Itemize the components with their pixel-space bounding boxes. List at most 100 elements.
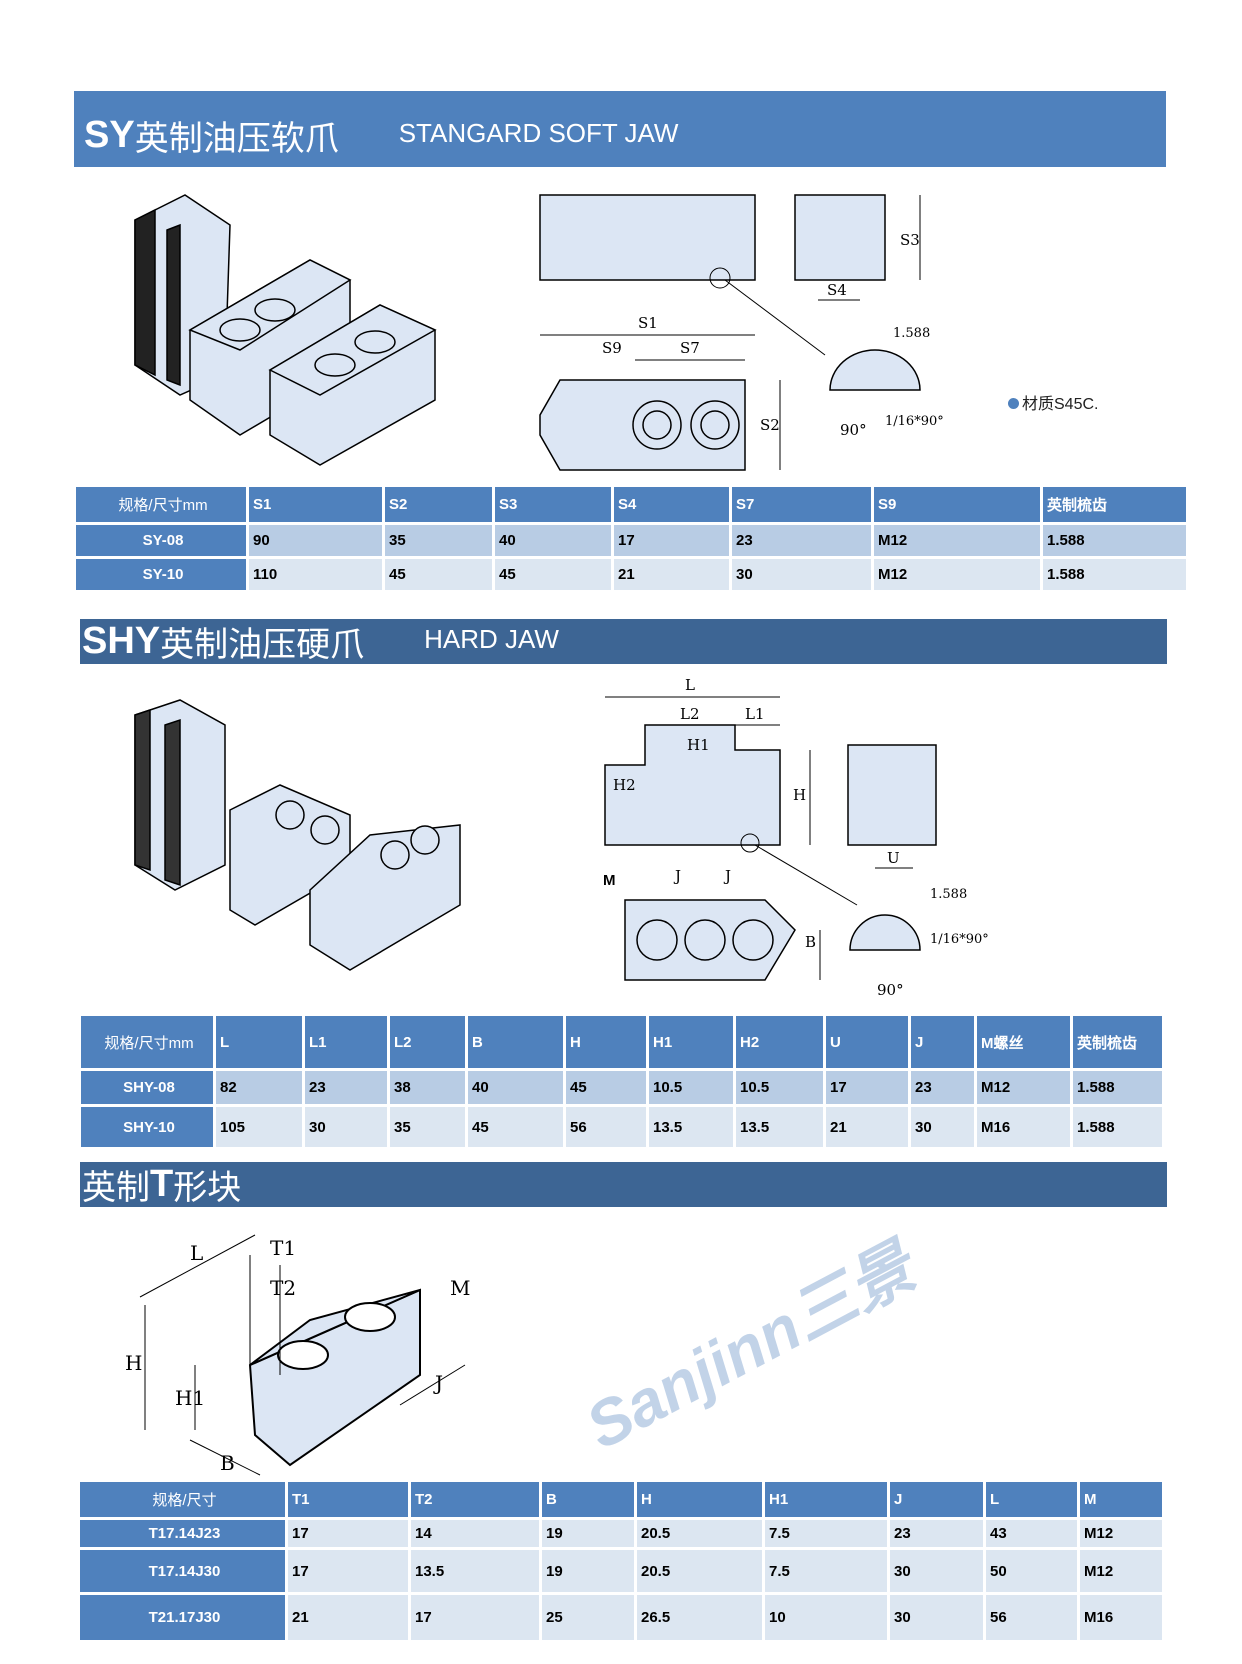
section-title-en: STANGARD SOFT JAW — [398, 117, 679, 148]
row-label: T17.14J23 — [80, 1520, 285, 1547]
soft-jaw-technical-drawing: S1 S9 S7 S2 S3 S4 1.588 90° 1/16*90° — [539, 194, 944, 471]
table-cell: 40 — [495, 525, 611, 556]
column-header: 规格/尺寸mm — [76, 487, 246, 522]
column-header: S3 — [495, 487, 611, 522]
label-l: L — [190, 1241, 203, 1265]
label-m: M — [603, 872, 616, 889]
table-cell: 30 — [305, 1107, 387, 1147]
label-b: B — [220, 1451, 235, 1475]
table-cell: 82 — [216, 1071, 302, 1104]
table-cell: 20.5 — [637, 1520, 762, 1547]
column-header: 规格/尺寸 — [80, 1482, 285, 1517]
table-cell: 17 — [614, 525, 729, 556]
table-cell: 1.588 — [1043, 525, 1186, 556]
table-cell: M16 — [977, 1107, 1070, 1147]
column-header: H2 — [736, 1016, 823, 1068]
column-header: H — [637, 1482, 762, 1517]
table-cell: 30 — [911, 1107, 974, 1147]
table-cell: 56 — [566, 1107, 646, 1147]
row-label: SHY-08 — [81, 1071, 213, 1104]
label-t1: T1 — [270, 1236, 296, 1260]
column-header: S7 — [732, 487, 871, 522]
table-cell: 40 — [468, 1071, 563, 1104]
label-pitch: 1.588 — [893, 326, 930, 341]
column-header: J — [890, 1482, 983, 1517]
table-cell: 25 — [542, 1595, 634, 1640]
hard-jaw-3d-illustration — [134, 699, 461, 971]
label-s7: S7 — [680, 339, 700, 357]
row-label: T17.14J30 — [80, 1550, 285, 1592]
table-cell: 1.588 — [1073, 1107, 1162, 1147]
table-cell: 10.5 — [649, 1071, 733, 1104]
row-label: SY-10 — [76, 559, 246, 590]
label-h1: H1 — [175, 1386, 205, 1410]
column-header: S2 — [385, 487, 492, 522]
table-cell: 23 — [911, 1071, 974, 1104]
label-s9: S9 — [602, 339, 622, 357]
table-cell: 13.5 — [649, 1107, 733, 1147]
label-s1: S1 — [638, 314, 658, 332]
table-cell: 13.5 — [411, 1550, 539, 1592]
column-header: L — [986, 1482, 1077, 1517]
table-cell: 17 — [288, 1550, 408, 1592]
table-cell: 1.588 — [1073, 1071, 1162, 1104]
label-l1: L1 — [745, 705, 765, 723]
table-cell: 105 — [216, 1107, 302, 1147]
table-cell: 10.5 — [736, 1071, 823, 1104]
label-h: H — [793, 786, 806, 804]
table-cell: 50 — [986, 1550, 1077, 1592]
soft-jaw-3d-illustration — [134, 194, 437, 466]
column-header: H — [566, 1016, 646, 1068]
column-header: B — [468, 1016, 563, 1068]
table-cell: 13.5 — [736, 1107, 823, 1147]
table-cell: 35 — [390, 1107, 465, 1147]
table-cell: 14 — [411, 1520, 539, 1547]
column-header: M — [1080, 1482, 1162, 1517]
table-cell: 10 — [765, 1595, 887, 1640]
table-cell: 26.5 — [637, 1595, 762, 1640]
label-h: H — [125, 1351, 142, 1375]
section-title-cn-2: 形块 — [173, 1168, 242, 1208]
label-u: U — [887, 849, 900, 867]
table-cell: 35 — [385, 525, 492, 556]
label-h1: H1 — [687, 736, 710, 754]
section-code: SHY — [82, 620, 161, 662]
label-angle: 90° — [840, 421, 867, 439]
label-m: M — [450, 1276, 470, 1300]
column-header: S1 — [249, 487, 382, 522]
section-code: T — [150, 1163, 174, 1205]
t-block-drawing: L T1 T2 H H1 B J M — [125, 1234, 470, 1476]
material-text: 材质S45C. — [1022, 396, 1099, 413]
column-header: 规格/尺寸mm — [81, 1016, 213, 1068]
column-header: 英制梳齿 — [1073, 1016, 1162, 1068]
table-cell: 23 — [305, 1071, 387, 1104]
column-header: U — [826, 1016, 908, 1068]
label-t2: T2 — [270, 1276, 296, 1300]
column-header: L1 — [305, 1016, 387, 1068]
column-header: L2 — [390, 1016, 465, 1068]
table-cell: 23 — [732, 525, 871, 556]
table-cell: 7.5 — [765, 1520, 887, 1547]
column-header: 英制梳齿 — [1043, 487, 1186, 522]
table-cell: M12 — [1080, 1520, 1162, 1547]
bullet-icon — [1008, 398, 1019, 409]
table-cell: 1.588 — [1043, 559, 1186, 590]
column-header: S9 — [874, 487, 1040, 522]
label-b: B — [805, 933, 816, 951]
table-cell: 30 — [890, 1550, 983, 1592]
label-angle: 90° — [877, 981, 904, 999]
table-cell: 17 — [411, 1595, 539, 1640]
label-pitch: 1.588 — [930, 887, 967, 902]
label-tooth: 1/16*90° — [930, 932, 989, 947]
row-label: SY-08 — [76, 525, 246, 556]
column-header: L — [216, 1016, 302, 1068]
table-cell: 43 — [986, 1520, 1077, 1547]
